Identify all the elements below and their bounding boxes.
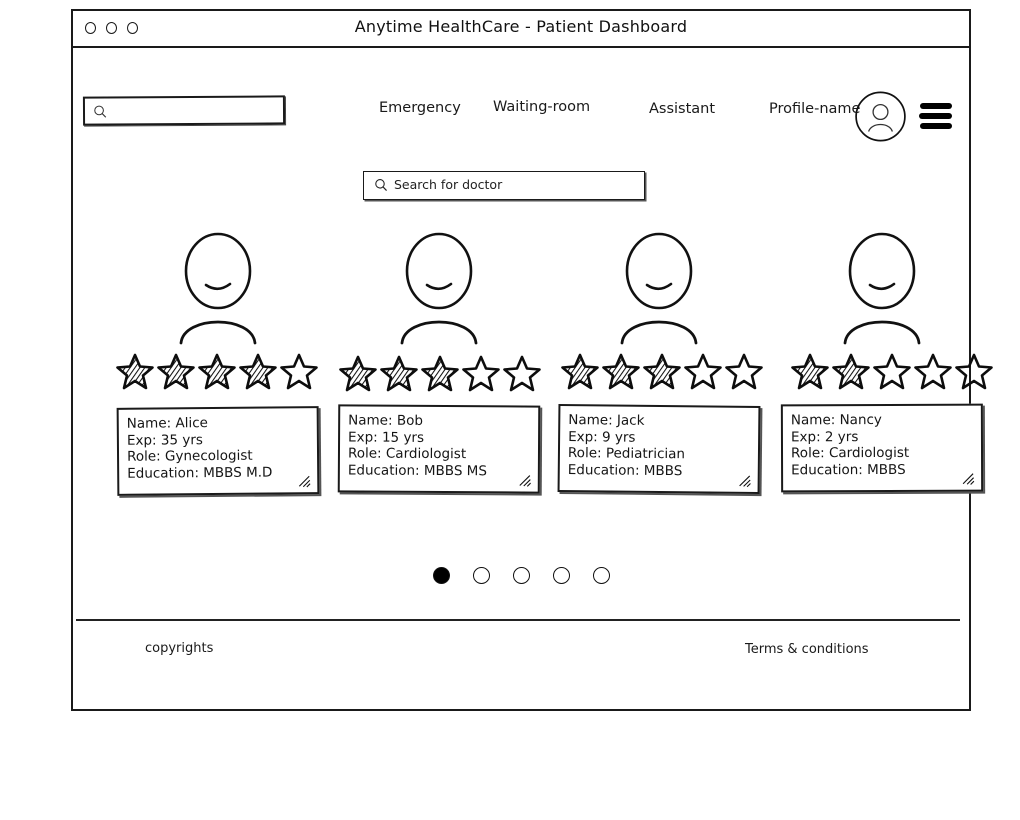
star-empty-icon[interactable]: [280, 352, 318, 390]
resize-handle-icon[interactable]: [297, 473, 311, 488]
hamburger-bar: [920, 123, 952, 129]
doctor-education: Education: MBBS: [567, 461, 683, 479]
star-filled-icon[interactable]: [380, 354, 418, 392]
star-empty-icon[interactable]: [914, 352, 952, 390]
star-empty-icon[interactable]: [725, 352, 763, 390]
doctor-search-placeholder: Search for doctor: [394, 177, 503, 192]
search-icon: [374, 178, 389, 197]
star-filled-icon[interactable]: [116, 352, 154, 390]
window-controls[interactable]: [85, 22, 138, 34]
hamburger-bar: [920, 103, 952, 109]
carousel-pagination[interactable]: [73, 567, 969, 584]
person-avatar-icon: [771, 223, 993, 345]
window-titlebar: Anytime HealthCare - Patient Dashboard: [73, 11, 969, 48]
doctor-info-card[interactable]: Name: Nancy Exp: 2 yrs Role: Cardiologis…: [780, 403, 984, 493]
doctor-education: Education: MBBS M.D: [127, 464, 273, 482]
star-empty-icon[interactable]: [684, 352, 722, 390]
doctor-name: Name: Jack: [568, 412, 645, 429]
doctor-education: Education: MBBS MS: [347, 461, 487, 479]
rating-stars[interactable]: [329, 349, 551, 397]
doctor-role: Role: Gynecologist: [126, 447, 253, 465]
person-avatar-icon: [328, 223, 550, 345]
maximize-circle-icon[interactable]: [127, 22, 138, 34]
user-avatar-icon[interactable]: [854, 90, 907, 143]
star-filled-icon[interactable]: [198, 352, 236, 390]
doctor-name: Name: Bob: [348, 412, 423, 429]
doctor-card-bob[interactable]: Name: Bob Exp: 15 yrs Role: Cardiologist…: [328, 223, 551, 494]
star-empty-icon[interactable]: [503, 354, 541, 392]
star-filled-icon[interactable]: [561, 352, 599, 390]
star-filled-icon[interactable]: [157, 352, 195, 390]
star-filled-icon[interactable]: [239, 352, 277, 390]
rating-stars[interactable]: [106, 347, 328, 395]
doctor-experience: Exp: 2 yrs: [790, 428, 859, 445]
rating-stars[interactable]: [781, 347, 1003, 395]
doctor-experience: Exp: 35 yrs: [126, 431, 203, 449]
pagination-dot[interactable]: [512, 567, 530, 584]
doctor-card-nancy[interactable]: Name: Nancy Exp: 2 yrs Role: Cardiologis…: [771, 223, 993, 493]
close-circle-icon[interactable]: [85, 22, 96, 34]
doctor-experience: Exp: 9 yrs: [568, 428, 636, 446]
global-search-input[interactable]: [82, 95, 286, 126]
person-avatar-icon: [107, 223, 329, 345]
nav-link-waiting-room[interactable]: Waiting-room: [493, 99, 591, 115]
resize-handle-icon[interactable]: [518, 472, 532, 487]
star-filled-icon[interactable]: [791, 352, 829, 390]
window-title: Anytime HealthCare - Patient Dashboard: [354, 17, 688, 36]
pagination-dot[interactable]: [432, 567, 450, 584]
doctor-search-input[interactable]: Search for doctor: [363, 171, 645, 200]
doctor-name: Name: Alice: [126, 415, 208, 432]
nav-link-emergency[interactable]: Emergency: [379, 100, 461, 116]
pagination-dot[interactable]: [552, 567, 570, 584]
pagination-dot[interactable]: [592, 567, 610, 584]
doctor-info-card[interactable]: Name: Bob Exp: 15 yrs Role: Cardiologist…: [337, 404, 541, 494]
hamburger-bar: [919, 113, 952, 119]
star-filled-icon[interactable]: [602, 352, 640, 390]
star-filled-icon[interactable]: [643, 352, 681, 390]
doctor-info-card[interactable]: Name: Alice Exp: 35 yrs Role: Gynecologi…: [116, 406, 320, 496]
star-filled-icon[interactable]: [832, 352, 870, 390]
footer-divider: [76, 619, 960, 621]
hamburger-menu-icon[interactable]: [919, 103, 952, 129]
doctor-card-alice[interactable]: Name: Alice Exp: 35 yrs Role: Gynecologi…: [106, 223, 329, 496]
pagination-dot[interactable]: [472, 567, 490, 584]
star-empty-icon[interactable]: [462, 354, 500, 392]
star-empty-icon[interactable]: [955, 352, 993, 390]
doctor-role: Role: Pediatrician: [567, 445, 686, 463]
footer-copyrights[interactable]: copyrights: [145, 641, 214, 656]
browser-window: Anytime HealthCare - Patient Dashboard E…: [71, 9, 993, 711]
star-empty-icon[interactable]: [873, 352, 911, 390]
doctor-name: Name: Nancy: [790, 412, 882, 429]
doctor-experience: Exp: 15 yrs: [348, 428, 425, 446]
star-filled-icon[interactable]: [421, 354, 459, 392]
rating-stars[interactable]: [551, 347, 773, 395]
resize-handle-icon[interactable]: [738, 473, 752, 488]
footer-terms-conditions[interactable]: Terms & conditions: [745, 642, 869, 657]
doctor-role: Role: Cardiologist: [790, 444, 910, 462]
minimize-circle-icon[interactable]: [106, 22, 117, 34]
doctor-education: Education: MBBS: [791, 461, 906, 478]
doctor-card-jack[interactable]: Name: Jack Exp: 9 yrs Role: Pediatrician…: [548, 223, 773, 495]
resize-handle-icon[interactable]: [961, 471, 975, 485]
doctor-info-card[interactable]: Name: Jack Exp: 9 yrs Role: Pediatrician…: [557, 403, 761, 495]
nav-link-assistant[interactable]: Assistant: [649, 101, 716, 117]
star-filled-icon[interactable]: [339, 354, 377, 392]
nav-link-profile-name[interactable]: Profile-name: [769, 101, 861, 117]
top-navigation-bar: Emergency Waiting-room Assistant Profile…: [73, 48, 969, 143]
doctor-role: Role: Cardiologist: [347, 445, 467, 463]
person-avatar-icon: [548, 223, 770, 345]
search-icon: [93, 104, 108, 123]
